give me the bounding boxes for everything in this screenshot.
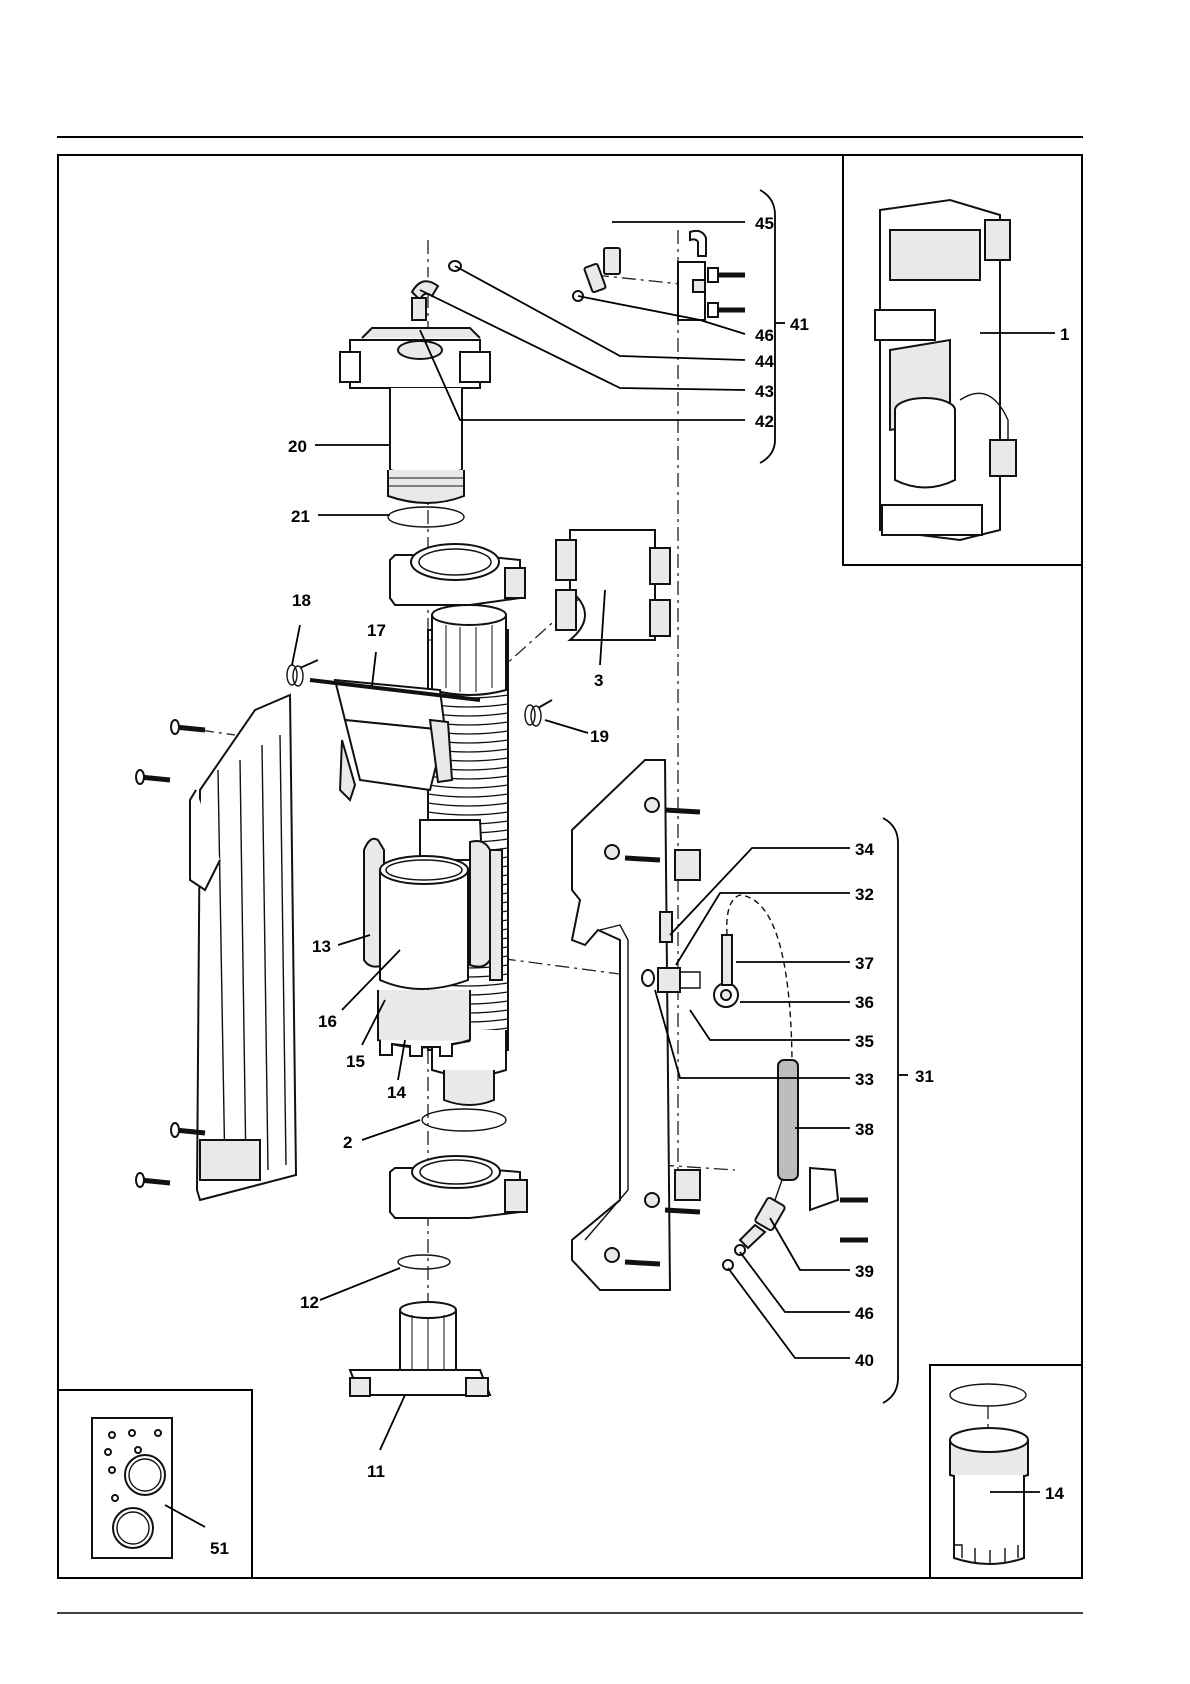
callout-46-top: 46 [755,326,774,345]
water-tube-group [412,222,620,320]
torsion-spring-19 [525,700,552,726]
callout-19: 19 [590,727,609,746]
sensor-assembly-31 [642,895,868,1270]
callout-44: 44 [755,352,774,371]
callout-21: 21 [291,507,310,526]
lower-clamp [390,1156,527,1218]
callout-51: 51 [210,1539,229,1558]
callout-18: 18 [292,591,311,610]
inset-assembled-unit-1 [875,200,1016,540]
hose-cuff-upper [432,605,506,695]
left-mounting-rail [136,695,296,1200]
base-connector-11 [350,1302,490,1396]
callout-14-inset: 14 [1045,1484,1064,1503]
callout-17: 17 [367,621,386,640]
inset-filter-cartridge-14 [950,1384,1028,1565]
flap-lever-17 [287,660,552,800]
callout-1: 1 [1060,325,1069,344]
callout-35: 35 [855,1032,874,1051]
callout-36: 36 [855,993,874,1012]
callout-39: 39 [855,1262,874,1281]
bracket-assembly-41 [678,231,745,320]
callout-12: 12 [300,1293,319,1312]
callout-16: 16 [318,1012,337,1031]
inset-plate-51 [92,1418,172,1558]
upper-clamp [390,544,525,605]
callout-20: 20 [288,437,307,456]
callout-41: 41 [790,315,809,334]
half-shell-3 [556,530,670,640]
cylinder-housing-20 [340,328,490,503]
callout-34: 34 [855,840,874,859]
callout-38: 38 [855,1120,874,1139]
o-ring-21 [388,507,464,527]
callout-46-bottom: 46 [855,1304,874,1323]
callout-37: 37 [855,954,874,973]
right-mounting-plate [572,760,700,1290]
o-ring-2 [422,1109,506,1131]
callout-15: 15 [346,1052,365,1071]
callout-3: 3 [594,671,603,690]
callout-11: 11 [367,1462,385,1481]
callout-32: 32 [855,885,874,904]
callout-42: 42 [755,412,774,431]
callout-31: 31 [915,1067,934,1086]
callout-14: 14 [387,1083,406,1102]
group-31-bracket [883,818,898,1403]
ring-12 [398,1255,450,1269]
callout-33: 33 [855,1070,874,1089]
callout-43: 43 [755,382,774,401]
callout-13: 13 [312,937,331,956]
callout-40: 40 [855,1351,874,1370]
callout-45: 45 [755,214,774,233]
callout-2: 2 [343,1133,352,1152]
